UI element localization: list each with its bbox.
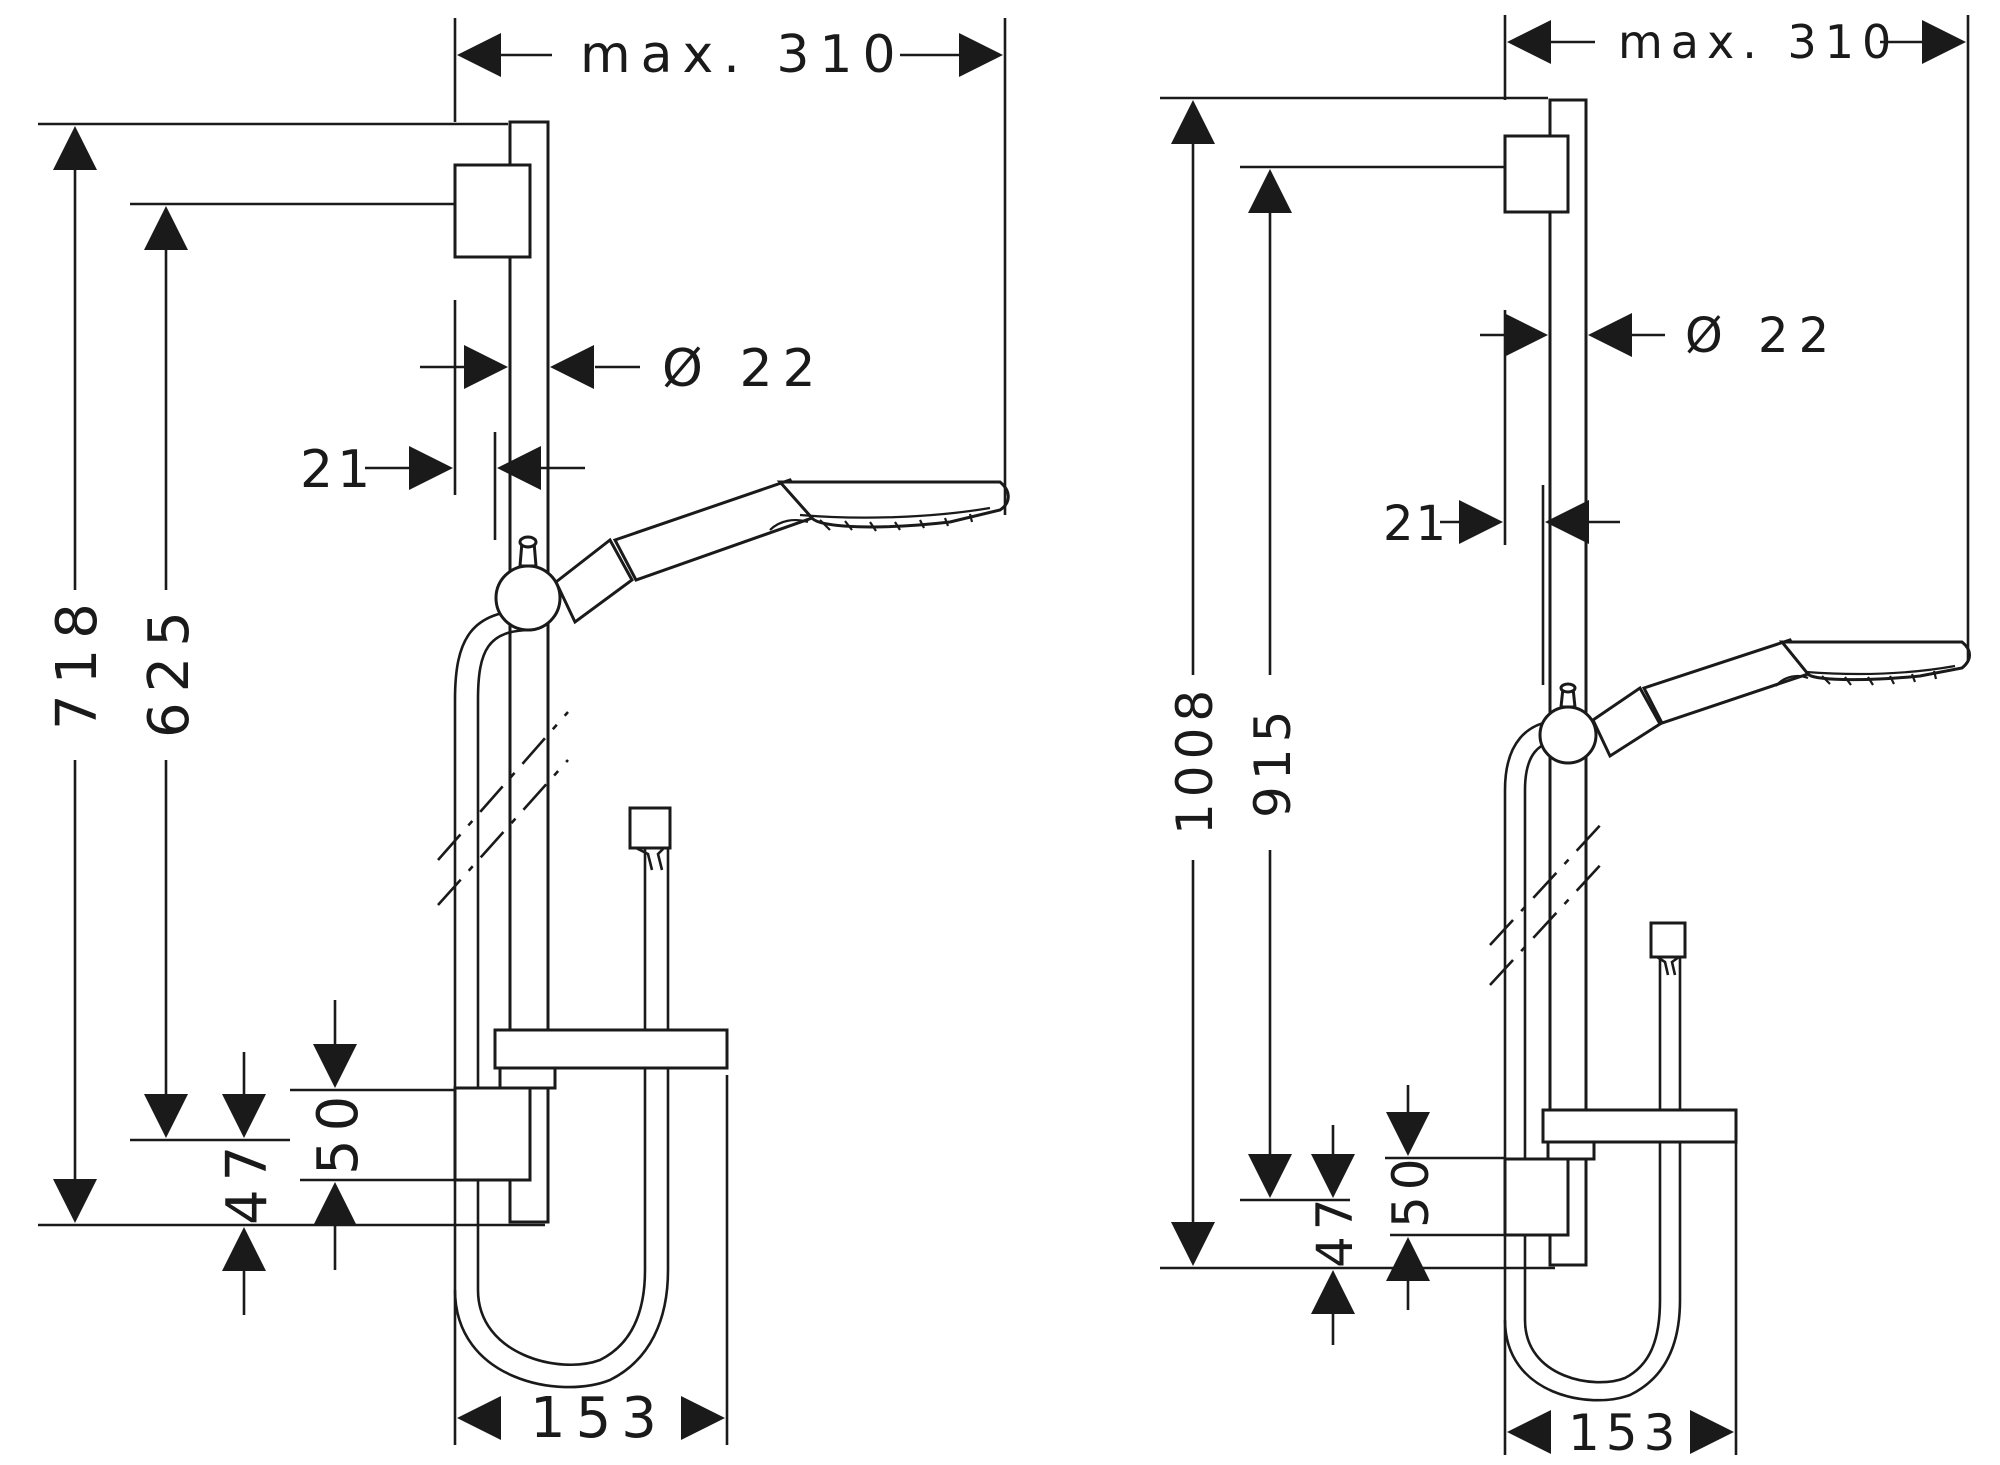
right-hose — [1503, 718, 1682, 1402]
left-label-wall: 21 — [300, 440, 374, 500]
right-bottom-bracket — [1503, 1157, 1570, 1237]
left-dim-hose-width: 153 — [453, 1075, 729, 1451]
right-hand-shower — [1591, 638, 1971, 759]
right-label-hose-width: 153 — [1568, 1404, 1681, 1460]
left-label-hose-width: 153 — [530, 1386, 667, 1451]
left-shelf — [453, 1028, 729, 1182]
right-dim-width: max. 310 — [1503, 15, 1970, 660]
left-dim-width: max. 310 — [453, 18, 1007, 515]
right-shelf — [1503, 1108, 1738, 1237]
right-dim-hose-width: 153 — [1503, 1142, 1738, 1462]
right-dim-bracket-distance: 915 — [1240, 165, 1505, 1202]
left-dim-wall: 21 — [300, 300, 585, 540]
right-drawing: max. 310 Ø 22 21 1008 — [1160, 15, 1971, 1462]
left-dim-diameter: Ø 22 — [420, 339, 826, 399]
left-dim-bracket-size: 50 — [290, 1000, 455, 1270]
left-label-total-height: 718 — [45, 593, 110, 730]
right-label-diameter: Ø 22 — [1685, 308, 1839, 364]
left-top-bracket — [453, 163, 532, 259]
right-break-line-1 — [1489, 819, 1606, 946]
right-dim-wall: 21 — [1383, 310, 1620, 685]
left-shelf-tray — [493, 1028, 729, 1070]
left-hose — [453, 608, 670, 1389]
right-label-bracket-offset: 47 — [1306, 1192, 1364, 1268]
right-label-width: max. 310 — [1618, 15, 1899, 69]
right-dim-bracket-offset: 47 — [1306, 1125, 1364, 1345]
left-drawing: max. 310 Ø 22 21 718 — [38, 18, 1010, 1451]
left-label-width: max. 310 — [580, 25, 906, 85]
left-label-bracket-size: 50 — [306, 1088, 371, 1175]
left-hose-connector — [628, 806, 672, 850]
right-label-bracket-distance: 915 — [1244, 705, 1302, 818]
right-label-total-height: 1008 — [1166, 684, 1224, 835]
right-label-wall: 21 — [1383, 496, 1448, 552]
left-dim-total-height: 718 — [38, 122, 545, 1227]
left-label-bracket-distance: 625 — [137, 601, 202, 738]
left-shelf-arm — [498, 1066, 557, 1090]
right-dim-bracket-size: 50 — [1382, 1085, 1505, 1310]
right-top-bracket — [1503, 134, 1570, 214]
right-slider-knob — [1538, 705, 1598, 765]
left-label-diameter: Ø 22 — [662, 339, 826, 399]
right-break-line-2 — [1489, 859, 1606, 986]
right-shelf-arm — [1546, 1140, 1596, 1161]
left-dim-bracket-distance: 625 — [130, 202, 455, 1142]
left-break-line-2 — [437, 759, 569, 906]
left-dim-bracket-offset: 47 — [215, 1052, 280, 1315]
right-label-bracket-size: 50 — [1382, 1152, 1440, 1228]
right-dim-total-height: 1008 — [1160, 96, 1555, 1270]
left-break-line-1 — [437, 711, 569, 861]
left-label-bracket-offset: 47 — [215, 1138, 280, 1225]
left-bottom-bracket — [453, 1086, 532, 1182]
right-hose-connector — [1649, 921, 1687, 959]
left-slider-knob — [494, 564, 562, 632]
left-hand-shower — [554, 478, 1010, 625]
right-shelf-tray — [1541, 1108, 1738, 1144]
right-dim-diameter: Ø 22 — [1480, 308, 1839, 364]
